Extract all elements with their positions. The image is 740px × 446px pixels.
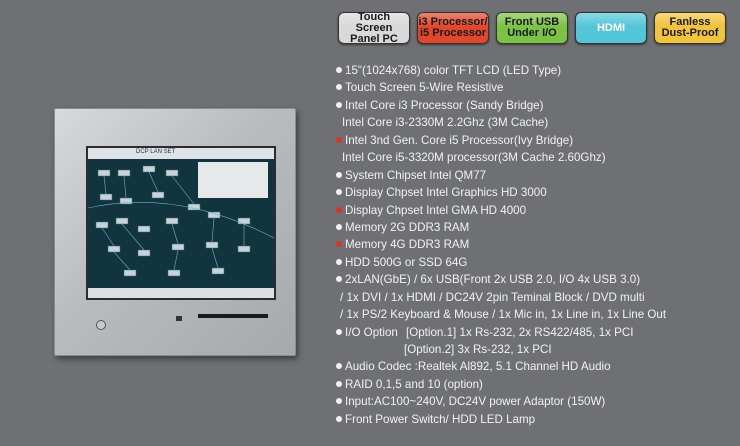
spec-text: Display Chpset Intel GMA HD 4000: [345, 203, 527, 217]
spec-item: [Option.2] 3x Rs-232, 1x PCI: [336, 341, 736, 358]
bullet-icon: [336, 363, 342, 370]
spec-text: Intel Core i5-3320M processor(3M Cache 2…: [342, 151, 606, 165]
dvd-slot: [198, 314, 268, 318]
spec-item: Display Chpset Intel GMA HD 4000: [336, 202, 736, 219]
spec-item: Intel Core i3-2330M 2.2Ghz (3M Cache): [336, 114, 736, 131]
usb-port-icon: [176, 316, 182, 321]
bullet-icon: [336, 206, 342, 213]
spec-item: / 1x PS/2 Keyboard & Mouse / 1x Mic in, …: [336, 306, 736, 323]
spec-item: Input:AC100~240V, DC24V power Adaptor (1…: [336, 393, 736, 410]
spec-text: HDD 500G or SSD 64G: [345, 255, 468, 269]
spec-item: Audio Codec :Realtek Al892, 5.1 Channel …: [336, 358, 736, 375]
spec-item: I/O Option [Option.1] 1x Rs-232, 2x RS422…: [336, 324, 736, 341]
spec-item: 15"(1024x768) color TFT LCD (LED Type): [336, 62, 736, 79]
bullet-icon: [336, 380, 342, 387]
power-led-icon: [96, 320, 106, 330]
device-screen: DCP LAN SET: [86, 146, 276, 300]
spec-text: 2xLAN(GbE) / 6x USB(Front 2x USB 2.0, I/…: [345, 273, 641, 287]
spec-item: Display Chpset Intel Graphics HD 3000: [336, 184, 736, 201]
spec-text: Input:AC100~240V, DC24V power Adaptor (1…: [345, 395, 606, 409]
spec-item: Touch Screen 5-Wire Resistive: [336, 79, 736, 96]
spec-item: Intel Core i3 Processor (Sandy Bridge): [336, 97, 736, 114]
feature-badge: HDMI: [575, 12, 647, 44]
screen-toolbar: [88, 148, 274, 159]
spec-text: Audio Codec :Realtek Al892, 5.1 Channel …: [345, 360, 611, 374]
panel-pc-image: DCP LAN SET: [54, 108, 296, 356]
spec-item: Intel Core i5-3320M processor(3M Cache 2…: [336, 149, 736, 166]
spec-text: System Chipset Intel QM77: [345, 168, 487, 182]
bullet-icon: [336, 171, 342, 178]
feature-badge: Fanless Dust-Proof: [654, 12, 726, 44]
spec-text: I/O Option: [345, 325, 398, 339]
bullet-icon: [336, 328, 342, 335]
spec-text: / 1x DVI / 1x HDMI / DC24V 2pin Teminal …: [340, 290, 645, 304]
spec-option-text: [Option.1] 1x Rs-232, 2x RS422/485, 1x P…: [406, 325, 634, 339]
screen-panel: [198, 162, 268, 198]
spec-item: Front Power Switch/ HDD LED Lamp: [336, 411, 736, 428]
bullet-icon: [336, 67, 342, 73]
spec-list: 15"(1024x768) color TFT LCD (LED Type) To…: [336, 62, 736, 428]
feature-badge: Touch Screen Panel PC: [338, 11, 410, 44]
spec-item: RAID 0,1,5 and 10 (option): [336, 376, 736, 393]
spec-text: Front Power Switch/ HDD LED Lamp: [345, 412, 536, 426]
spec-item: Memory 2G DDR3 RAM: [336, 219, 736, 236]
spec-item: Intel 3nd Gen. Core i5 Processor(Ivy Bri…: [336, 132, 736, 149]
bullet-icon: [336, 189, 342, 196]
spec-text: Touch Screen 5-Wire Resistive: [345, 81, 504, 95]
screen-title: DCP LAN SET: [136, 149, 176, 155]
spec-text: Intel 3nd Gen. Core i5 Processor(Ivy Bri…: [345, 133, 574, 147]
bullet-icon: [336, 223, 342, 230]
bullet-icon: [336, 398, 342, 405]
bullet-icon: [336, 258, 342, 265]
spec-text: RAID 0,1,5 and 10 (option): [345, 377, 483, 391]
feature-badge: i3 Processor/ i5 Processor: [417, 12, 489, 44]
spec-text: [Option.2] 3x Rs-232, 1x PCI: [404, 343, 552, 356]
spec-item: HDD 500G or SSD 64G: [336, 254, 736, 271]
bullet-icon: [336, 84, 342, 91]
spec-text: Display Chpset Intel Graphics HD 3000: [345, 186, 547, 200]
spec-item: System Chipset Intel QM77: [336, 167, 736, 184]
spec-text: Intel Core i3 Processor (Sandy Bridge): [345, 98, 544, 112]
spec-text: 15"(1024x768) color TFT LCD (LED Type): [345, 64, 562, 77]
bullet-icon: [336, 241, 342, 248]
bullet-icon: [336, 136, 342, 143]
spec-text: Intel Core i3-2330M 2.2Ghz (3M Cache): [342, 116, 549, 130]
spec-text: / 1x PS/2 Keyboard & Mouse / 1x Mic in, …: [340, 308, 667, 322]
spec-text: Memory 4G DDR3 RAM: [345, 238, 470, 252]
spec-text: Memory 2G DDR3 RAM: [345, 220, 470, 234]
bullet-icon: [336, 415, 342, 422]
scada-diagram: [88, 165, 274, 277]
spec-item: 2xLAN(GbE) / 6x USB(Front 2x USB 2.0, I/…: [336, 271, 736, 288]
spec-item: / 1x DVI / 1x HDMI / DC24V 2pin Teminal …: [336, 289, 736, 306]
spec-item: Memory 4G DDR3 RAM: [336, 236, 736, 253]
bullet-icon: [336, 101, 342, 108]
feature-badge: Front USB Under I/O: [496, 12, 568, 44]
screen-taskbar: [88, 288, 274, 298]
bullet-icon: [336, 276, 342, 283]
